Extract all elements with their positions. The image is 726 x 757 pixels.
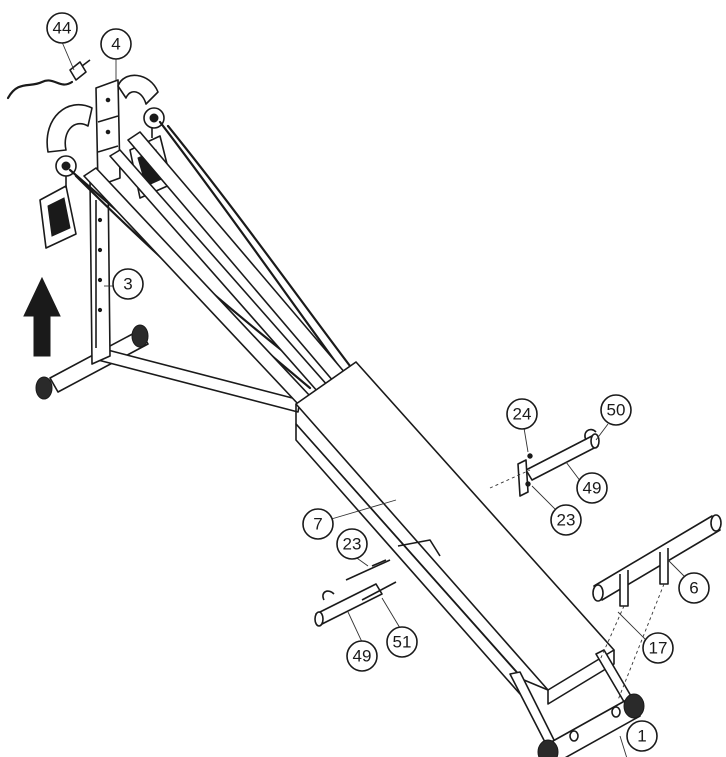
callout-24: 24 <box>506 398 538 430</box>
bench-carriage <box>295 361 615 705</box>
upright-post <box>89 171 111 365</box>
callout-51: 51 <box>386 626 418 658</box>
rear-base <box>35 324 301 413</box>
tower-column <box>95 79 121 187</box>
pin-assembly-right <box>489 428 600 497</box>
pin-assembly-left <box>314 559 397 627</box>
foot-bar <box>592 514 722 701</box>
handle-left <box>39 176 77 249</box>
pulley-hoop-left <box>46 103 93 177</box>
callout-label: 1 <box>637 727 646 746</box>
callout-label: 49 <box>353 647 372 666</box>
callout-label: 50 <box>607 401 626 420</box>
callout-49-left: 49 <box>346 640 378 672</box>
callout-label: 23 <box>557 511 576 530</box>
rails <box>83 131 347 405</box>
callout-17: 17 <box>642 632 674 664</box>
leader-lines <box>61 41 685 757</box>
callout-23-left: 23 <box>336 528 368 560</box>
callout-3: 3 <box>112 268 144 300</box>
callout-label: 44 <box>53 19 72 38</box>
callout-label: 24 <box>513 405 532 424</box>
callout-7: 7 <box>302 508 334 540</box>
callout-label: 23 <box>343 535 362 554</box>
callout-44: 44 <box>46 12 78 44</box>
callout-label: 7 <box>313 515 322 534</box>
callout-23-right: 23 <box>550 504 582 536</box>
callout-50: 50 <box>600 394 632 426</box>
callout-label: 51 <box>393 633 412 652</box>
pulley-hoop-right <box>117 74 165 129</box>
callout-1: 1 <box>626 720 658 752</box>
callout-6: 6 <box>678 572 710 604</box>
up-arrow-icon <box>23 276 61 357</box>
callout-49-right: 49 <box>576 472 608 504</box>
callout-label: 49 <box>583 479 602 498</box>
callout-label: 3 <box>123 275 132 294</box>
callout-label: 4 <box>111 35 120 54</box>
power-cord <box>6 59 91 100</box>
callout-label: 17 <box>649 639 668 658</box>
front-base <box>509 649 645 757</box>
callout-4: 4 <box>100 28 132 60</box>
callout-label: 6 <box>689 579 698 598</box>
